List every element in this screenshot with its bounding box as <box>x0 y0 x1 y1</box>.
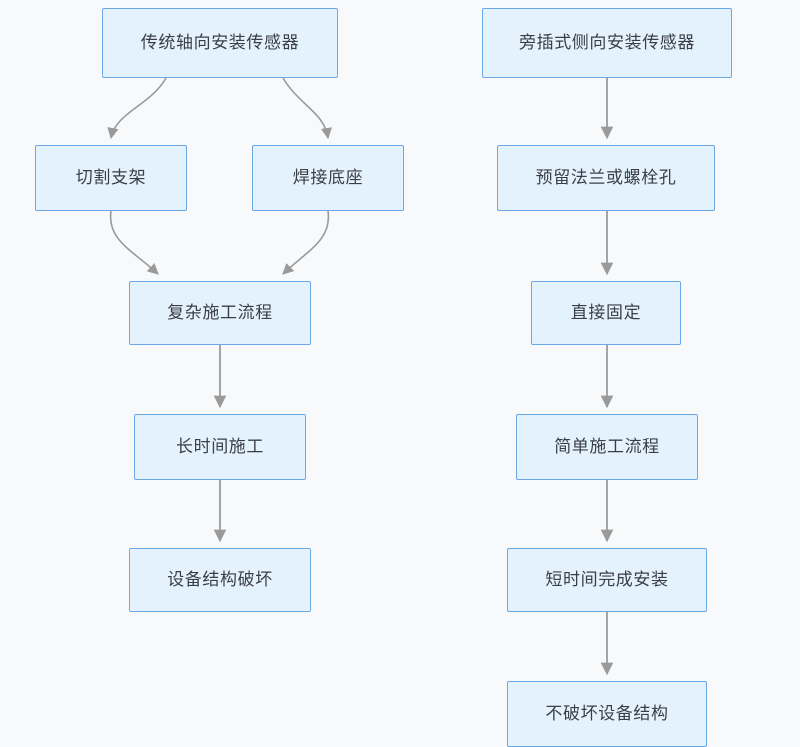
node-no-equipment-structure-damage[interactable]: 不破坏设备结构 <box>507 681 707 747</box>
node-complex-construction-process[interactable]: 复杂施工流程 <box>129 281 311 345</box>
node-label: 焊接底座 <box>292 167 364 187</box>
edge-n1-n3 <box>282 77 332 140</box>
edge-n2-n4 <box>109 210 159 275</box>
node-label: 复杂施工流程 <box>167 302 273 322</box>
node-side-insert-lateral-sensor[interactable]: 旁插式侧向安装传感器 <box>482 8 732 78</box>
node-label: 长时间施工 <box>176 436 264 456</box>
node-label: 简单施工流程 <box>554 436 660 456</box>
node-simple-construction-process[interactable]: 简单施工流程 <box>516 414 698 480</box>
edge-n1-n2 <box>107 77 167 140</box>
node-label: 切割支架 <box>75 167 147 187</box>
node-label: 旁插式侧向安装传感器 <box>519 32 695 52</box>
node-traditional-axial-sensor[interactable]: 传统轴向安装传感器 <box>102 8 338 78</box>
node-equipment-structure-damage[interactable]: 设备结构破坏 <box>129 548 311 612</box>
node-label: 设备结构破坏 <box>167 569 273 589</box>
node-label: 传统轴向安装传感器 <box>140 32 300 52</box>
node-cut-bracket[interactable]: 切割支架 <box>35 145 187 211</box>
node-long-construction-time[interactable]: 长时间施工 <box>134 414 306 480</box>
node-weld-base[interactable]: 焊接底座 <box>252 145 404 211</box>
node-direct-fixing[interactable]: 直接固定 <box>531 281 681 345</box>
node-label: 预留法兰或螺栓孔 <box>535 167 677 187</box>
node-label: 短时间完成安装 <box>545 569 669 589</box>
node-label: 直接固定 <box>570 302 642 322</box>
node-short-time-installation[interactable]: 短时间完成安装 <box>507 548 707 612</box>
node-label: 不破坏设备结构 <box>545 703 669 723</box>
node-reserve-flange-or-bolt-hole[interactable]: 预留法兰或螺栓孔 <box>497 145 715 211</box>
edge-n3-n4 <box>282 210 330 275</box>
